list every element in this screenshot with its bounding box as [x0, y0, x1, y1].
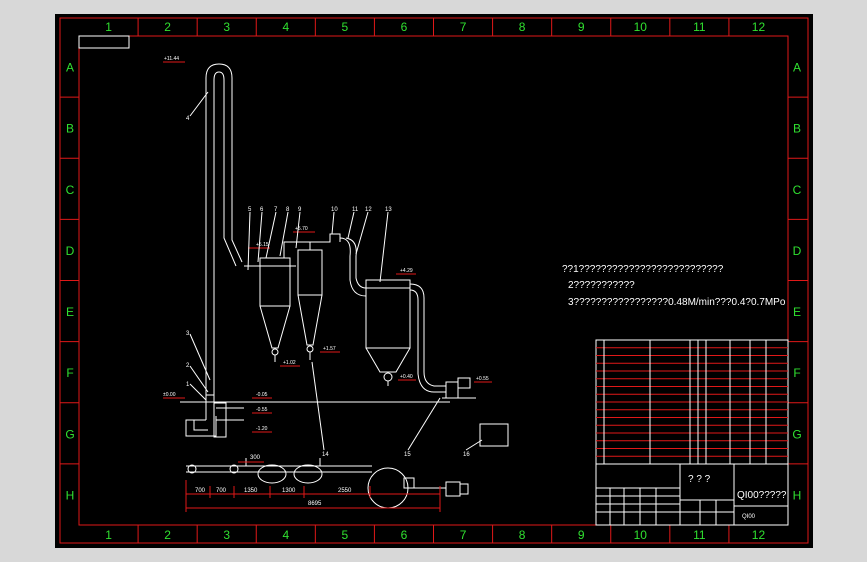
- callout-number: 4: [186, 116, 190, 122]
- border-zone-label: A: [793, 61, 801, 75]
- border-zone-label: 1: [105, 20, 112, 34]
- border-zone-label: 11: [693, 20, 706, 34]
- callout-number: 2: [186, 363, 190, 369]
- border-zone-label: 10: [634, 20, 648, 34]
- elevation-label: +0.40: [400, 374, 413, 380]
- note-line: 3?????????????????0.48M/min???0.4?0.7MPo: [568, 297, 786, 308]
- note-line: ??1??????????????????????????: [562, 264, 724, 275]
- elevation-label: +1.02: [283, 360, 296, 366]
- border-zone-label: 2: [164, 528, 171, 542]
- callout-leaders: [189, 91, 483, 451]
- border-zone-label: 10: [634, 528, 648, 542]
- border-zone-label: H: [793, 488, 802, 502]
- callout-number: 5: [248, 207, 252, 213]
- border-zone-label: 3: [223, 20, 230, 34]
- border-zone-label: D: [66, 244, 75, 258]
- elevation-markers: [163, 61, 492, 433]
- parts-list-table: [595, 339, 789, 465]
- callout-number: 8: [286, 207, 290, 213]
- elevation-label: -0.55: [256, 407, 268, 413]
- dimension-label: 2550: [338, 488, 352, 494]
- elevation-label: +1.57: [323, 346, 336, 352]
- border-zone-label: 7: [460, 20, 467, 34]
- border-zone-label: 5: [342, 528, 349, 542]
- dimension-label: 1300: [282, 488, 296, 494]
- border-zone-label: F: [66, 366, 73, 380]
- elevation-label: +5.15: [256, 242, 269, 248]
- border-zone-label: 4: [282, 20, 289, 34]
- dimension-label: 8695: [308, 501, 322, 507]
- callout-number: 11: [352, 207, 359, 213]
- callout-number: 12: [365, 207, 372, 213]
- border-zone-label: B: [66, 122, 74, 136]
- border-zone-label: G: [792, 427, 801, 441]
- title-block-marks: ? ? ?: [688, 474, 711, 485]
- drawing-code: QI00: [742, 514, 756, 520]
- border-zone-label: 6: [401, 20, 408, 34]
- dimension-label: 1350: [244, 488, 258, 494]
- border-zone-label: F: [793, 366, 800, 380]
- elevation-label: ±0.00: [163, 392, 176, 398]
- border-zone-label: 9: [578, 20, 585, 34]
- callout-number: 1: [186, 382, 190, 388]
- border-zone-label: D: [793, 244, 802, 258]
- border-zone-label: 12: [752, 528, 766, 542]
- border-zone-label: B: [793, 122, 801, 136]
- border-zone-label: 8: [519, 20, 526, 34]
- dimension-label: 300: [250, 455, 261, 461]
- border-zone-label: 12: [752, 20, 766, 34]
- border-zone-label: H: [66, 488, 75, 502]
- border-grid-lines: [60, 18, 808, 543]
- elevation-label: -1.20: [256, 426, 268, 432]
- border-zone-label: A: [66, 61, 74, 75]
- flow-diagram: [180, 63, 509, 509]
- plan-dimensions: 300 700 700 1350 1300 2550 8695: [185, 455, 441, 512]
- corner-box: [78, 35, 130, 49]
- border-zone-label: E: [66, 305, 74, 319]
- callout-number: 7: [274, 207, 278, 213]
- border-zone-label: 6: [401, 528, 408, 542]
- callout-number: 14: [322, 452, 329, 458]
- callout-number: 3: [186, 331, 190, 337]
- elevation-labels: +11.44 +5.15 +5.70 +4.29 +1.02 +1.57 +0.…: [163, 56, 489, 432]
- callout-number: 16: [463, 452, 470, 458]
- border-zone-label: 1: [105, 528, 112, 542]
- callout-number: 10: [331, 207, 338, 213]
- border-zone-label: 5: [342, 20, 349, 34]
- drawing-title: QI00?????: [737, 490, 787, 501]
- elevation-label: -0.05: [256, 392, 268, 398]
- title-block: ? ? ? QI00????? QI00: [595, 463, 789, 526]
- elevation-label: +5.70: [295, 226, 308, 232]
- border-zone-label: 2: [164, 20, 171, 34]
- technical-notes: ??1?????????????????????????? 2?????????…: [562, 264, 786, 308]
- elevation-label: +4.29: [400, 268, 413, 274]
- border-zone-label: C: [793, 183, 802, 197]
- note-line: 2???????????: [568, 280, 635, 291]
- border-zone-label: C: [66, 183, 75, 197]
- drawing-area: [55, 14, 813, 548]
- callout-number: 13: [385, 207, 392, 213]
- callout-number: 9: [298, 207, 302, 213]
- elevation-label: +11.44: [164, 56, 179, 62]
- border-zone-label: 7: [460, 528, 467, 542]
- dimension-label: 700: [216, 488, 227, 494]
- dimension-label: 700: [195, 488, 206, 494]
- border-zone-label: 4: [282, 528, 289, 542]
- elevation-label: +0.55: [476, 376, 489, 382]
- border-zone-label: 11: [693, 528, 706, 542]
- callout-labels: 4 1 2 3 5 6 7 8 9 10 11 12 13 14 15 16: [186, 116, 470, 458]
- callout-number: 15: [404, 452, 411, 458]
- border-zone-label: E: [793, 305, 801, 319]
- callout-number: 6: [260, 207, 264, 213]
- border-zone-label: 8: [519, 528, 526, 542]
- border-zone-label: 9: [578, 528, 585, 542]
- border-zone-label: G: [65, 427, 74, 441]
- border-zone-label: 3: [223, 528, 230, 542]
